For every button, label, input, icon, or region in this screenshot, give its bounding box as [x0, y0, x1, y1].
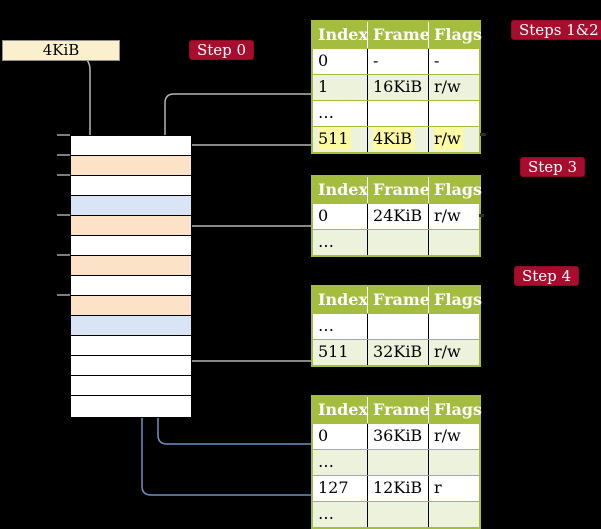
cell-flags	[429, 101, 479, 126]
cell-index: 511	[313, 127, 368, 152]
cell-flags: r/w	[434, 342, 461, 361]
cell-index: 0	[313, 204, 368, 229]
memory-frame-row-white	[71, 276, 191, 296]
frame-size-box: 4KiB	[2, 40, 120, 61]
cell-index: 0	[313, 424, 368, 449]
cell-index: 511	[313, 340, 368, 365]
cell-flags: r/w	[429, 127, 479, 152]
cell-index: …	[313, 502, 368, 527]
cell-frame	[368, 101, 429, 126]
cell-index: …	[313, 314, 368, 339]
col-header-frame: Frame	[368, 397, 430, 423]
cell-frame: 24KiB	[368, 204, 429, 229]
memory-frame-row-white	[71, 176, 191, 196]
cell-frame: 4KiB	[368, 127, 429, 152]
table-row: 0 - -	[313, 48, 479, 74]
cell-flags: r/w	[434, 206, 461, 225]
cell-frame	[368, 314, 429, 339]
cell-flags	[429, 450, 479, 475]
memory-tick	[57, 214, 70, 216]
cell-frame: 12KiB	[368, 476, 429, 501]
cell-flags: r	[434, 478, 442, 497]
cell-flags	[429, 502, 479, 527]
table-row: 0 24KiB r/w	[313, 203, 479, 229]
table-row: …	[313, 100, 479, 126]
table-row: …	[313, 229, 479, 255]
cell-frame	[368, 450, 429, 475]
step3-label: Step 3	[520, 157, 586, 177]
step4-label: Step 4	[514, 266, 580, 286]
page-table-3: Index Frame Flags … 511 32KiB r/w	[311, 285, 482, 367]
memory-frame-row-blue	[71, 196, 191, 216]
col-header-frame: Frame	[368, 22, 430, 48]
memory-tick	[57, 254, 70, 256]
col-header-flags: Flags	[434, 180, 482, 199]
steps12-label: Steps 1&2	[511, 20, 601, 40]
col-header-index: Index	[313, 287, 368, 313]
col-header-frame: Frame	[368, 177, 430, 203]
cell-frame: 32KiB	[368, 340, 429, 365]
memory-frame-row-white	[71, 356, 191, 376]
col-header-flags: Flags	[434, 25, 482, 44]
table-row: …	[313, 501, 479, 527]
col-header-index: Index	[313, 397, 368, 423]
memory-tick	[57, 174, 70, 176]
memory-frame-row-white	[71, 396, 191, 416]
memory-frame-row-peach	[71, 216, 191, 236]
cell-frame	[368, 230, 429, 255]
cell-index: 0	[313, 49, 368, 74]
cell-frame: 36KiB	[368, 424, 429, 449]
col-header-flags: Flags	[434, 400, 482, 419]
cell-index: 1	[313, 75, 368, 100]
memory-frame-row-white	[71, 376, 191, 396]
memory-frame-row-white	[71, 136, 191, 156]
memory-frame-row-white	[71, 336, 191, 356]
cell-frame	[368, 502, 429, 527]
cell-frame: 16KiB	[368, 75, 429, 100]
memory-tick	[57, 154, 70, 156]
memory-tick	[57, 134, 70, 136]
table-header: Index Frame Flags	[313, 22, 482, 48]
table-row: 127 12KiB r	[313, 475, 479, 501]
entry-marker-dash	[479, 214, 484, 217]
page-table-2: Index Frame Flags 0 24KiB r/w …	[311, 175, 482, 257]
cell-index: 127	[313, 476, 368, 501]
physical-memory-column	[70, 135, 192, 418]
memory-frame-row-white	[71, 236, 191, 256]
entry-marker-dash	[480, 133, 486, 136]
page-table-4: Index Frame Flags 0 36KiB r/w … 127 12Ki…	[311, 395, 482, 529]
cell-flags: r/w	[434, 77, 461, 96]
cell-index: …	[313, 450, 368, 475]
table-row: 1 16KiB r/w	[313, 74, 479, 100]
table-row: 0 36KiB r/w	[313, 423, 479, 449]
table-row-highlighted: 511 4KiB r/w	[313, 126, 479, 152]
highlight-text: 4KiB	[373, 128, 415, 150]
memory-frame-row-blue	[71, 316, 191, 336]
cell-flags: -	[434, 51, 440, 70]
memory-frame-row-peach	[71, 256, 191, 276]
table-row: 511 32KiB r/w	[313, 339, 479, 365]
table-row: …	[313, 449, 479, 475]
cell-frame: -	[368, 49, 429, 74]
highlight-text: 511	[318, 128, 351, 150]
col-header-flags: Flags	[434, 290, 482, 309]
cell-index: …	[313, 101, 368, 126]
memory-frame-row-peach	[71, 296, 191, 316]
cell-flags: r/w	[434, 426, 461, 445]
table-row: …	[313, 313, 479, 339]
col-header-index: Index	[313, 177, 368, 203]
highlight-text: r/w	[434, 128, 463, 150]
col-header-index: Index	[313, 22, 368, 48]
table-header: Index Frame Flags	[313, 177, 482, 203]
table-header: Index Frame Flags	[313, 287, 482, 313]
cell-index: …	[313, 230, 368, 255]
col-header-frame: Frame	[368, 287, 430, 313]
page-table-1: Index Frame Flags 0 - - 1 16KiB r/w … 51…	[311, 20, 482, 154]
memory-frame-row-peach	[71, 156, 191, 176]
step0-label: Step 0	[189, 40, 255, 60]
cell-flags	[429, 314, 479, 339]
table-header: Index Frame Flags	[313, 397, 482, 423]
memory-tick	[57, 294, 70, 296]
cell-flags	[429, 230, 479, 255]
